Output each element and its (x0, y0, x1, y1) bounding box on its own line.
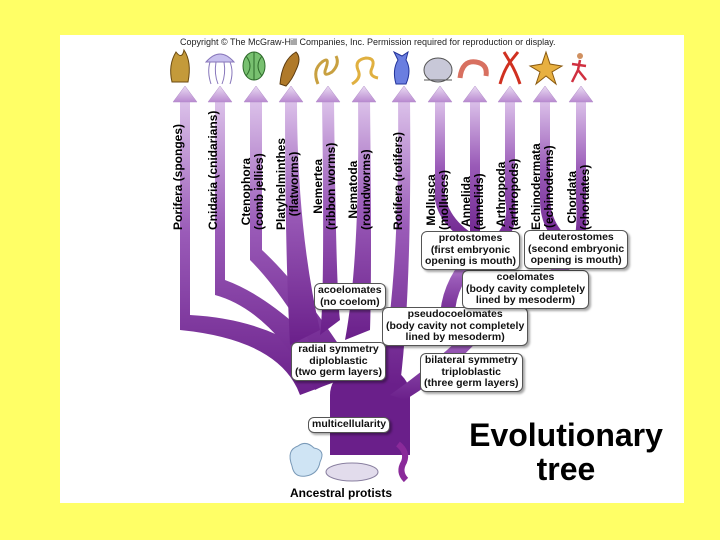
sponge-icon (170, 48, 190, 83)
snail-icon (423, 57, 453, 83)
roundworm-icon (351, 56, 379, 86)
starfish-icon (528, 50, 564, 86)
rotifer-icon (392, 50, 410, 85)
branch-arrowheads (172, 85, 594, 103)
phylum-label: Cnidaria (cnidarians) (206, 110, 220, 230)
node-acoelomates: acoelomates (no coelom) (314, 283, 386, 310)
node-bilateral-symmetry: bilateral symmetry triploblastic (three … (420, 353, 523, 392)
phylum-label: Mollusca (molluscs) (424, 169, 451, 230)
node-pseudocoelomates: pseudocoelomates (body cavity not comple… (382, 307, 529, 346)
root-label: Ancestral protists (290, 486, 393, 500)
amoeba-icon (289, 442, 323, 477)
paramecium-icon (325, 462, 379, 482)
phylum-label: Rotifera (rotifers) (391, 131, 405, 230)
ribbon-worm-icon (314, 55, 339, 85)
phylum-label: Chordata (chordates) (565, 164, 592, 230)
copyright-notice: Copyright © The McGraw-Hill Companies, I… (180, 37, 556, 47)
euglena-icon (396, 441, 409, 483)
phylum-label: Annelida (annelids) (459, 173, 486, 230)
diagram-title-line: Evolutionary (469, 417, 663, 453)
runner-icon (570, 53, 587, 83)
comb-jelly-icon (242, 51, 266, 81)
node-protostomes: protostomes (first embryonic opening is … (421, 231, 520, 270)
phylum-label: Arthropoda (arthropods) (494, 158, 521, 230)
phylum-label: Platyhelminthes (flatworms) (274, 137, 301, 230)
jellyfish-icon (204, 53, 236, 85)
phylum-label: Porifera (sponges) (171, 123, 185, 230)
node-radial-symmetry: radial symmetry diploblastic (two germ l… (291, 342, 386, 381)
node-multicellularity: multicellularity (308, 417, 391, 433)
phylum-label: Nematoda (roundworms) (346, 149, 373, 230)
diagram-title-line: tree (536, 451, 596, 487)
animal-icons (170, 48, 587, 483)
node-coelomates: coelomates (body cavity completely lined… (462, 270, 590, 309)
node-deuterostomes: deuterostomes (second embryonic opening … (524, 230, 629, 269)
phylum-label: Echinodermata (echinoderms) (529, 143, 556, 230)
phylum-label: Nemertea (ribbon worms) (311, 142, 338, 230)
phylum-label: Ctenophora (comb jellies) (239, 153, 266, 230)
earthworm-icon (457, 59, 489, 79)
lobster-icon (498, 51, 522, 85)
flatworm-icon (279, 51, 300, 87)
